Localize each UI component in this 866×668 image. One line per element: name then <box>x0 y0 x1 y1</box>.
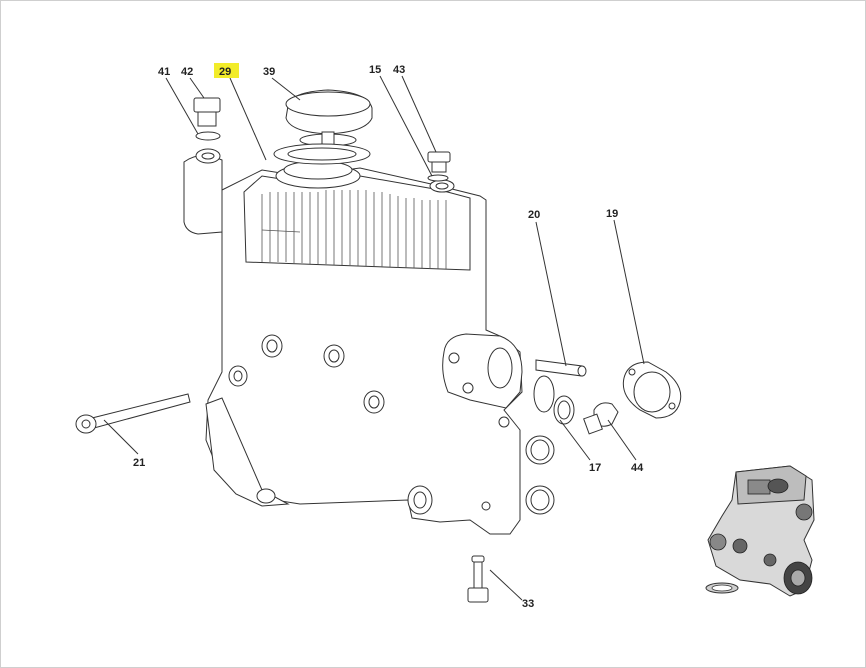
filler-cap-part <box>285 89 373 147</box>
bolt-part-21 <box>75 393 191 434</box>
stud-part-33 <box>467 555 489 603</box>
callout-17: 17 <box>589 462 601 474</box>
plug-part-42 <box>193 97 221 141</box>
plug-part-43 <box>427 151 451 182</box>
pin-part-20 <box>535 359 587 377</box>
callout-20: 20 <box>528 209 540 221</box>
callout-42: 42 <box>181 66 193 78</box>
callout-43: 43 <box>393 64 405 76</box>
callout-41: 41 <box>158 66 170 78</box>
callout-39: 39 <box>263 66 275 78</box>
callout-19: 19 <box>606 208 618 220</box>
callout-44: 44 <box>631 462 644 474</box>
callout-29-highlight <box>214 63 239 78</box>
leader-lines <box>103 75 645 601</box>
gasket-part-19 <box>622 361 682 419</box>
pump-body <box>183 148 555 535</box>
callout-29: 29 <box>219 66 231 78</box>
callout-33: 33 <box>522 598 534 610</box>
callout-labels: 41 42 29 39 15 43 20 19 21 17 44 33 <box>133 63 644 610</box>
gasket-part-29 <box>273 143 371 165</box>
callout-15: 15 <box>369 64 381 76</box>
oring-part-17 <box>553 395 575 425</box>
assembly-thumbnail <box>705 465 815 597</box>
callout-21: 21 <box>133 457 145 469</box>
plug-part-44 <box>583 402 619 435</box>
